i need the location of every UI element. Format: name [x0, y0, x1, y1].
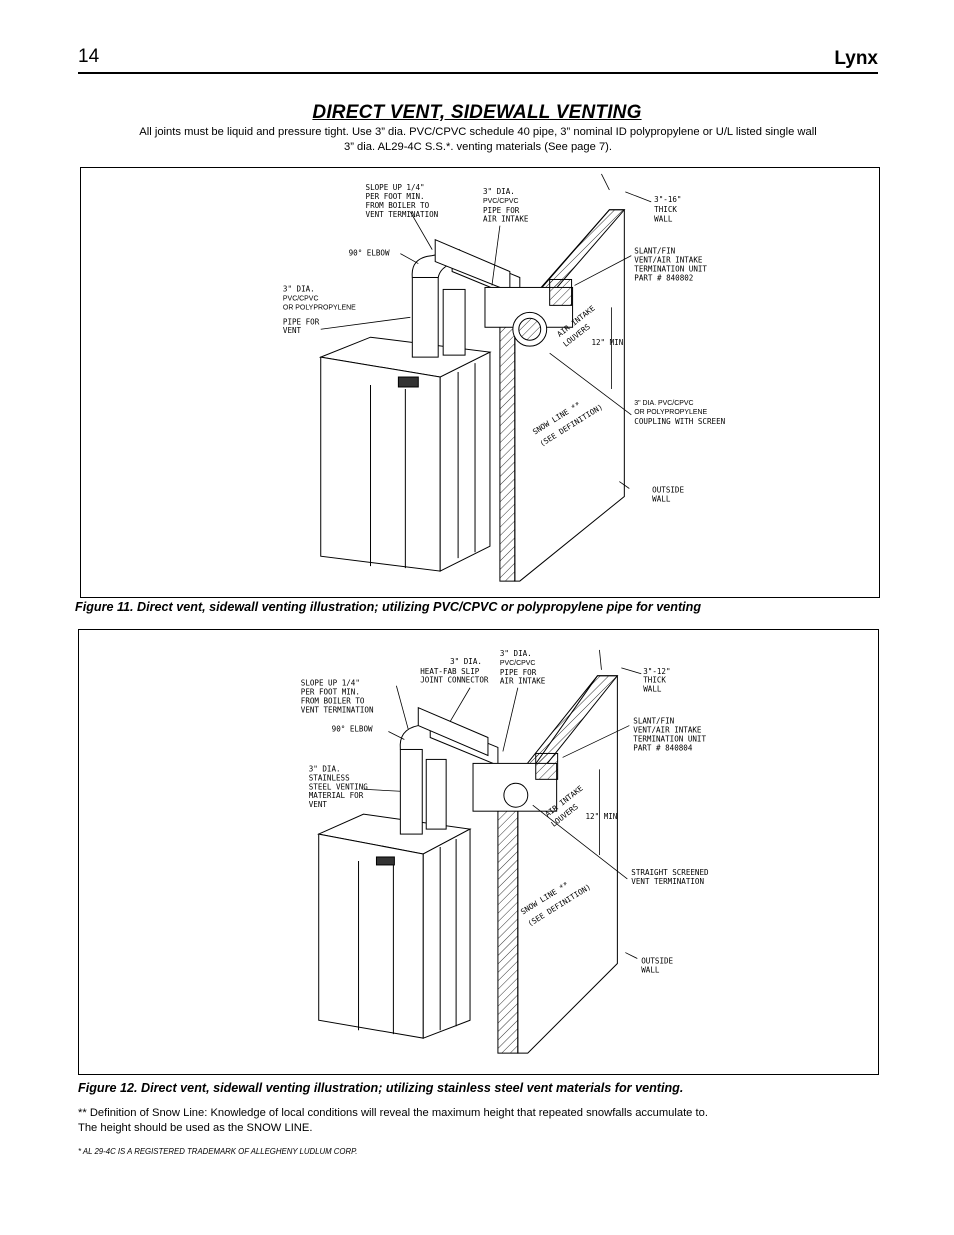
label-stainless-vent: 3" DIA. [309, 764, 341, 773]
label-slope: SLOPE UP 1/4" [366, 183, 425, 192]
label-stainless-vent: MATERIAL FOR [309, 791, 364, 800]
label-termination: VENT/AIR INTAKE [634, 256, 703, 265]
label-vent-pipe: 3" DIA. [283, 284, 315, 293]
note-line: ** Definition of Snow Line: Knowledge of… [78, 1107, 708, 1119]
label-connector: 3" DIA. [450, 657, 482, 666]
label-intake: AIR INTAKE [500, 677, 546, 686]
label-stainless-vent: VENT [309, 800, 328, 809]
label-slope: SLOPE UP 1/4" [301, 679, 360, 688]
label-coupling: COUPLING WITH SCREEN [634, 417, 725, 426]
label-intake: PIPE FOR [500, 668, 537, 677]
page-number: 14 [78, 46, 100, 67]
label-outside-wall: OUTSIDE [652, 485, 684, 494]
figure-12-illustration: SLOPE UP 1/4" PER FOOT MIN. FROM BOILER … [78, 629, 879, 1075]
outside-wall [497, 675, 619, 1054]
label-slope: PER FOOT MIN. [366, 192, 425, 201]
trademark-footnote: * AL 29-4C IS A REGISTERED TRADEMARK OF … [78, 1147, 358, 1156]
label-slope: FROM BOILER TO [366, 201, 430, 210]
label-slope: FROM BOILER TO [301, 697, 365, 706]
label-elbow: 90° ELBOW [349, 249, 390, 258]
figure-12-drawing: SLOPE UP 1/4" PER FOOT MIN. FROM BOILER … [301, 649, 709, 1054]
label-termination: PART # 840804 [633, 743, 693, 752]
intro-line: 3” dia. AL29-4C S.S.*. venting materials… [343, 141, 613, 153]
label-termination: TERMINATION UNIT [634, 265, 707, 274]
label-straight-termination: STRAIGHT SCREENED [631, 868, 709, 877]
vent-piping [411, 238, 574, 358]
label-coupling: OR POLYPROPYLENE [634, 409, 707, 416]
label-termination: SLANT/FIN [633, 717, 674, 726]
label-intake: PVC/CPVC [483, 198, 519, 205]
vent-piping [399, 706, 559, 835]
label-wall-thickness: 3"-12" [643, 667, 670, 676]
label-min-height: 12" MIN [586, 812, 618, 821]
figure-12-caption: Figure 12. Direct vent, sidewall venting… [78, 1081, 684, 1095]
label-wall-thickness: THICK [654, 205, 677, 214]
snow-line-note: ** Definition of Snow Line: Knowledge of… [78, 1106, 878, 1136]
boiler-cabinet [318, 336, 492, 572]
label-wall-thickness: THICK [643, 676, 666, 685]
label-intake: 3" DIA. [483, 187, 515, 196]
section-title: DIRECT VENT, SIDEWALL VENTING [312, 102, 642, 123]
label-slope: VENT TERMINATION [366, 210, 439, 219]
label-min-height: 12" MIN [591, 338, 623, 347]
label-termination: TERMINATION UNIT [633, 734, 706, 743]
header-rule [78, 72, 878, 74]
label-stainless-vent: STAINLESS [309, 773, 350, 782]
label-wall-thickness: WALL [643, 685, 662, 694]
label-connector: JOINT CONNECTOR [420, 676, 489, 685]
figure-11-caption: Figure 11. Direct vent, sidewall venting… [75, 600, 702, 614]
label-straight-termination: VENT TERMINATION [631, 877, 704, 886]
label-wall-thickness: 3"-16" [654, 195, 681, 204]
intro-line: All joints must be liquid and pressure t… [139, 126, 817, 138]
label-vent-pipe: VENT [283, 326, 302, 335]
label-outside-wall: OUTSIDE [641, 956, 673, 965]
label-vent-pipe: PIPE FOR [283, 317, 320, 326]
label-outside-wall: WALL [652, 494, 671, 503]
label-intake: PVC/CPVC [500, 660, 536, 667]
figure-11-drawing: SLOPE UP 1/4" PER FOOT MIN. FROM BOILER … [283, 173, 726, 582]
label-intake: AIR INTAKE [483, 215, 529, 224]
label-outside-wall: WALL [641, 965, 660, 974]
label-elbow: 90° ELBOW [332, 725, 373, 734]
label-termination: PART # 840802 [634, 273, 693, 282]
label-vent-pipe: PVC/CPVC [283, 295, 319, 302]
label-coupling: 3" DIA. PVC/CPVC [634, 400, 693, 407]
label-connector: HEAT-FAB SLIP [420, 667, 480, 676]
label-termination: SLANT/FIN [634, 247, 675, 256]
leader-lines [320, 173, 652, 489]
brand-name: Lynx [834, 48, 878, 69]
intro-paragraph: All joints must be liquid and pressure t… [90, 125, 866, 155]
label-stainless-vent: STEEL VENTING [309, 782, 369, 791]
label-slope: PER FOOT MIN. [301, 688, 360, 697]
label-vent-pipe: OR POLYPROPYLENE [283, 304, 356, 311]
figure-11-illustration: SLOPE UP 1/4" PER FOOT MIN. FROM BOILER … [80, 167, 880, 598]
label-intake: PIPE FOR [483, 206, 520, 215]
label-termination: VENT/AIR INTAKE [633, 726, 702, 735]
leader-lines [363, 649, 642, 959]
note-line: The height should be used as the SNOW LI… [78, 1122, 313, 1134]
boiler-cabinet [317, 813, 472, 1039]
label-slope: VENT TERMINATION [301, 706, 374, 715]
label-wall-thickness: WALL [654, 215, 673, 224]
label-intake: 3" DIA. [500, 649, 532, 658]
